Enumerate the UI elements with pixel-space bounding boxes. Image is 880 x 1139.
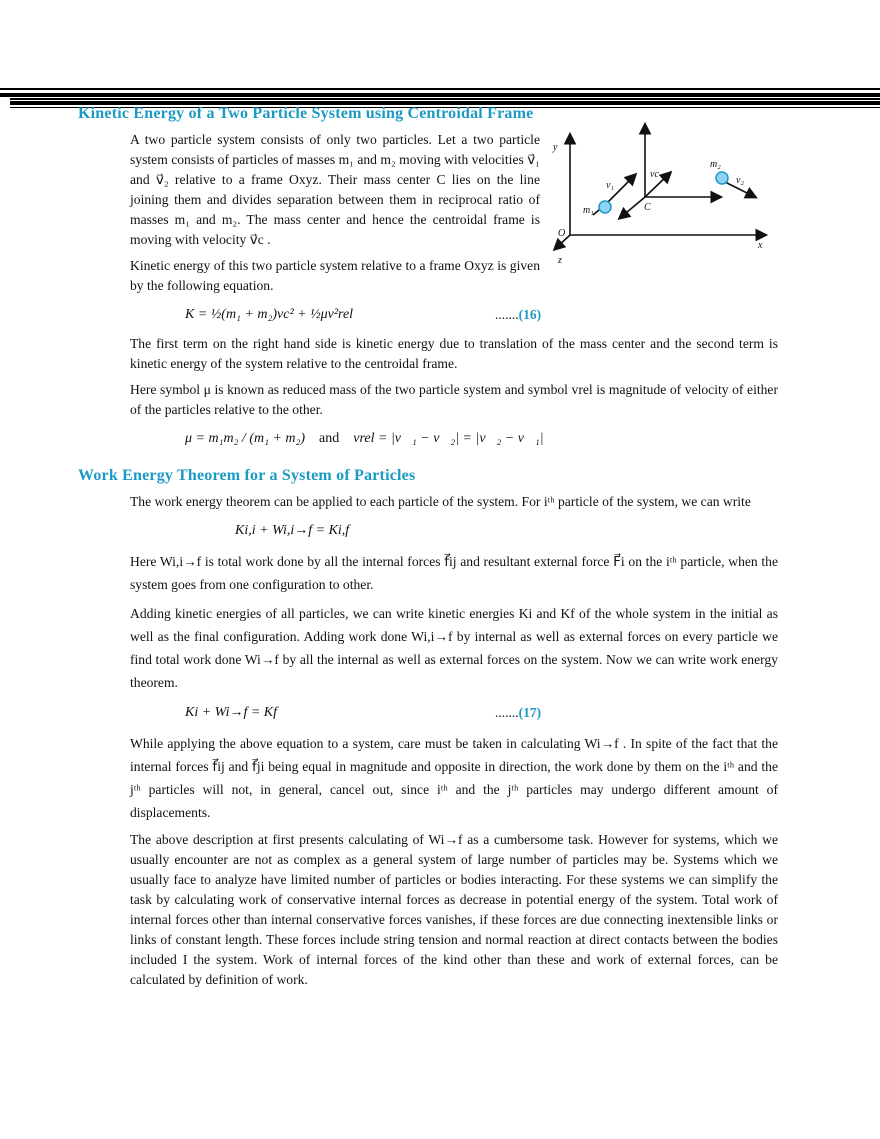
eq-num: (16) bbox=[518, 307, 542, 322]
and-text: and bbox=[319, 431, 340, 446]
paragraph: Here symbol μ is known as reduced mass o… bbox=[130, 382, 778, 417]
label-vc: vc bbox=[650, 169, 659, 180]
label-y: y bbox=[552, 142, 558, 153]
paragraph: The work energy theorem can be applied t… bbox=[130, 494, 751, 509]
header-rule bbox=[10, 107, 880, 108]
two-particle-diagram: y x z O C m₁ m₂ v₁ v₂ vc bbox=[552, 121, 769, 265]
label-v1: v₁ bbox=[606, 180, 614, 191]
paragraph: Here Wi,i→f is total work done by all th… bbox=[130, 554, 778, 592]
paragraph: The first term on the right hand side is… bbox=[130, 336, 778, 371]
equation-16-row: K = ½(m₁ + m₂)vc² + ½μv²rel .......(16) bbox=[0, 304, 880, 326]
dots: ....... bbox=[495, 705, 519, 720]
section-heading: Kinetic Energy of a Two Particle System … bbox=[78, 105, 534, 122]
axes bbox=[552, 121, 769, 252]
label-m1: m₁ bbox=[583, 205, 594, 216]
particle-m2 bbox=[715, 171, 729, 185]
equation-particle: Ki,i + Wi,i→f = Ki,f bbox=[235, 523, 350, 538]
label-x: x bbox=[757, 240, 763, 251]
label-z: z bbox=[557, 255, 562, 265]
header-rule bbox=[0, 93, 880, 97]
header-rule bbox=[10, 101, 880, 105]
equation-number: .......(16) bbox=[495, 304, 541, 326]
equation-mu-row: μ = m₁m₂ / (m₁ + m₂) and vrel = |v⃗₁ − v… bbox=[0, 428, 880, 450]
header-rule bbox=[0, 88, 880, 90]
equation-vrel: vrel = |v⃗₁ − v⃗₂| = |v⃗₂ − v⃗₁| bbox=[353, 431, 544, 446]
label-m2: m₂ bbox=[710, 159, 721, 170]
section-heading: Work Energy Theorem for a System of Part… bbox=[78, 467, 416, 484]
paragraph: Kinetic energy of this two particle syst… bbox=[130, 258, 540, 293]
paragraph: A two particle system consists of only t… bbox=[130, 132, 540, 247]
label-o: O bbox=[558, 228, 565, 239]
header-rule bbox=[10, 98, 880, 100]
particle-m1 bbox=[598, 200, 612, 214]
label-v2: v₂ bbox=[736, 175, 744, 186]
equation-16: K = ½(m₁ + m₂)vc² + ½μv²rel bbox=[185, 307, 354, 322]
equation-number: .......(17) bbox=[495, 702, 541, 724]
equation-reduced-mass: μ = m₁m₂ / (m₁ + m₂) bbox=[185, 431, 306, 446]
paragraph: The above description at first presents … bbox=[130, 832, 778, 987]
paragraph: Adding kinetic energies of all particles… bbox=[130, 606, 778, 690]
label-c: C bbox=[644, 202, 651, 213]
content-flow: Kinetic Energy of a Two Particle System … bbox=[0, 104, 880, 996]
eq-num: (17) bbox=[518, 705, 542, 720]
dots: ....... bbox=[495, 307, 519, 322]
equation-17: Ki + Wi→f = Kf bbox=[185, 705, 278, 720]
equation-17-row: Ki + Wi→f = Kf .......(17) bbox=[0, 702, 880, 724]
paragraph: While applying the above equation to a s… bbox=[130, 736, 778, 820]
equation-particle-row: Ki,i + Wi,i→f = Ki,f bbox=[0, 520, 880, 542]
